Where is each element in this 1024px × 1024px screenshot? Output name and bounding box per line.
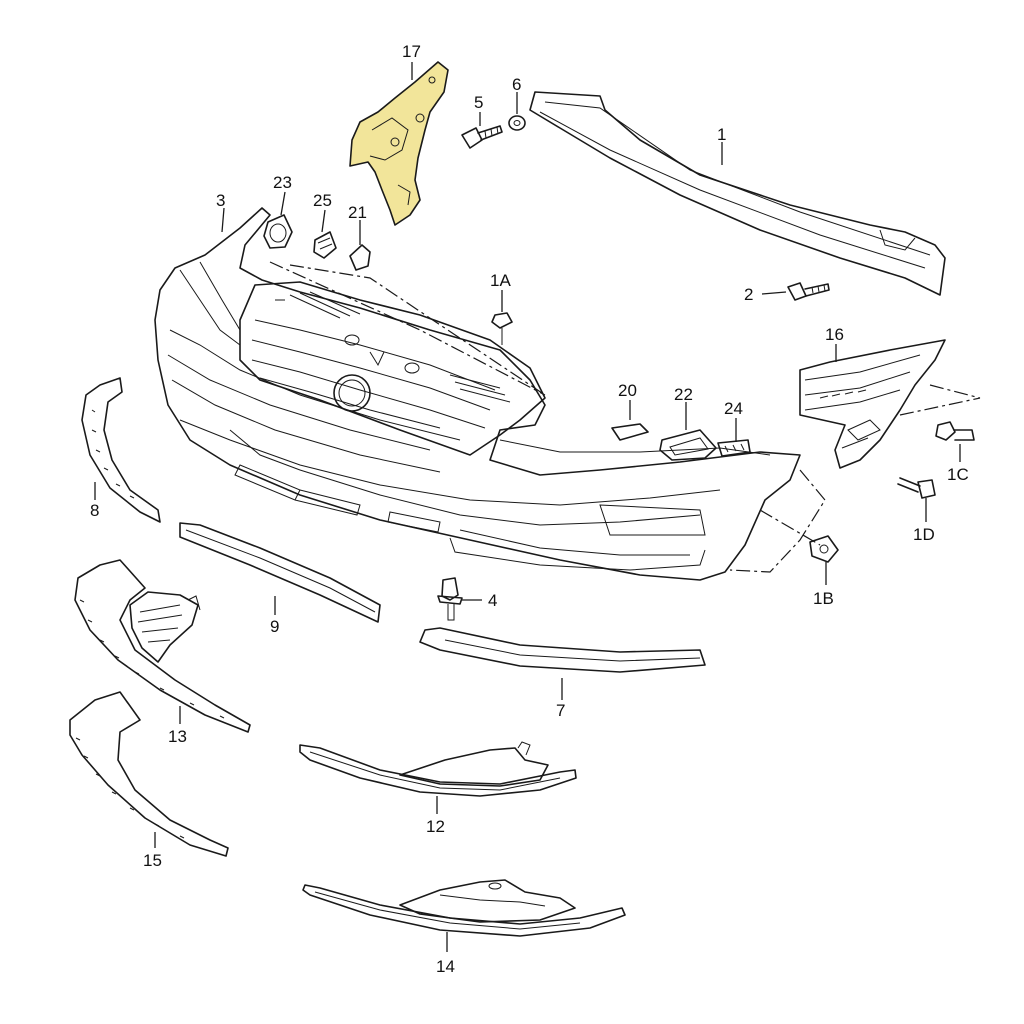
part-5-screw[interactable] — [461, 125, 503, 149]
callout-5: 5 — [474, 93, 483, 112]
part-12-lower-center-trim[interactable] — [299, 741, 577, 797]
callout-1D: 1D — [913, 525, 935, 544]
callout-7: 7 — [556, 701, 565, 720]
leader-lines — [94, 62, 961, 952]
callout-2: 2 — [744, 285, 753, 304]
callout-labels: 17 5 6 1 23 3 25 21 1A 2 16 20 22 24 1C … — [90, 42, 969, 976]
part-24-connector[interactable] — [717, 439, 751, 457]
part-14-bottom-trim[interactable] — [302, 879, 626, 937]
part-9-center-strip[interactable] — [179, 522, 381, 623]
part-2-screw[interactable] — [787, 282, 830, 301]
callout-14: 14 — [436, 957, 455, 976]
part-8-trim-strip[interactable] — [81, 377, 161, 523]
callout-12: 12 — [426, 817, 445, 836]
callout-16: 16 — [825, 325, 844, 344]
callout-15: 15 — [143, 851, 162, 870]
part-20-cover[interactable] — [611, 423, 649, 441]
part-1A-screw[interactable] — [491, 312, 513, 345]
part-7-lower-trim[interactable] — [419, 627, 706, 673]
callout-1C: 1C — [947, 465, 969, 484]
part-13-lower-left-trim[interactable] — [74, 559, 251, 733]
callout-25: 25 — [313, 191, 332, 210]
part-3-bumper-cover[interactable] — [154, 207, 801, 581]
part-1D-screw[interactable] — [897, 477, 936, 499]
part-25-clip[interactable] — [313, 231, 337, 259]
part-15-lower-left-strip[interactable] — [69, 691, 229, 857]
grille[interactable] — [239, 281, 546, 456]
callout-24: 24 — [724, 399, 743, 418]
part-23-cap[interactable] — [263, 214, 293, 249]
assembly-lines — [269, 261, 981, 573]
part-21-cover[interactable] — [349, 244, 371, 271]
part-1-reinforcement-bar[interactable] — [529, 91, 946, 296]
part-22-bezel[interactable] — [659, 429, 717, 461]
callout-4: 4 — [488, 591, 497, 610]
part-1B-clip-nut[interactable] — [809, 535, 839, 563]
callout-22: 22 — [674, 385, 693, 404]
callout-13: 13 — [168, 727, 187, 746]
callout-1A: 1A — [490, 271, 511, 290]
callout-1B: 1B — [813, 589, 834, 608]
part-17-bracket-highlighted[interactable] — [349, 61, 449, 226]
callout-6: 6 — [512, 75, 521, 94]
callout-17: 17 — [402, 42, 421, 61]
part-4-clip[interactable] — [437, 577, 463, 621]
callout-1: 1 — [717, 125, 726, 144]
part-16-side-bracket[interactable] — [799, 339, 946, 469]
callout-8: 8 — [90, 501, 99, 520]
part-6-washer[interactable] — [508, 115, 526, 131]
callout-21: 21 — [348, 203, 367, 222]
callout-9: 9 — [270, 617, 279, 636]
callout-20: 20 — [618, 381, 637, 400]
callout-23: 23 — [273, 173, 292, 192]
callout-3: 3 — [216, 191, 225, 210]
part-1C-stud[interactable] — [935, 421, 975, 441]
